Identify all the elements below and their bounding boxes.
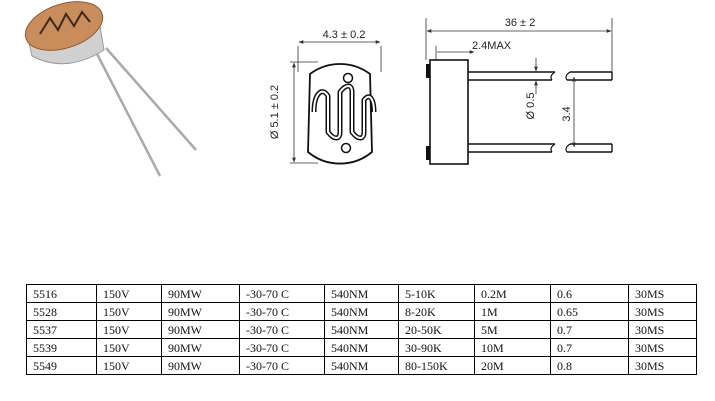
lead-break-top-left: [550, 71, 556, 81]
table-cell: -30-70 C: [239, 338, 325, 357]
length-dimension-label: 36 ± 2: [505, 17, 536, 29]
side-view-body: [429, 59, 469, 165]
table-cell: 90MW: [161, 356, 240, 375]
table-cell: 8-20K: [398, 302, 475, 321]
table-cell: 5537: [26, 320, 97, 339]
table-cell: -30-70 C: [239, 302, 325, 321]
table-cell: 5528: [26, 302, 97, 321]
table-cell: 5516: [26, 284, 97, 303]
table-cell: 30MS: [628, 284, 697, 303]
lead-break-bottom-left: [550, 143, 556, 153]
side-tab-bottom: [426, 146, 430, 160]
offset-dimension-label: 2.4MAX: [472, 40, 512, 52]
table-cell: -30-70 C: [239, 320, 325, 339]
table-cell: 150V: [96, 284, 162, 303]
table-cell: 0.7: [550, 338, 629, 357]
table-cell: 150V: [96, 302, 162, 321]
table-cell: 540NM: [324, 356, 399, 375]
lead-break-bottom-right: [565, 143, 571, 153]
table-cell: 90MW: [161, 284, 240, 303]
table-cell: 150V: [96, 338, 162, 357]
table-cell: 5M: [474, 320, 551, 339]
table-cell: 20-50K: [398, 320, 475, 339]
width-dimension-label: 4.3 ± 0.2: [323, 29, 366, 41]
sensor-track: [39, 10, 91, 35]
table-cell: 150V: [96, 356, 162, 375]
table-cell: 30MS: [628, 338, 697, 357]
table-cell: 0.65: [550, 302, 629, 321]
table-cell: 0.6: [550, 284, 629, 303]
side-tab-top: [426, 64, 430, 78]
lead-hole-bottom: [340, 142, 352, 154]
table-cell: -30-70 C: [239, 356, 325, 375]
lead-wire-left: [94, 51, 162, 177]
table-cell: 90MW: [161, 338, 240, 357]
table-cell: 540NM: [324, 302, 399, 321]
lead-wire-right: [105, 47, 197, 151]
table-cell: 0.2M: [474, 284, 551, 303]
table-cell: 5-10K: [398, 284, 475, 303]
table-cell: 0.7: [550, 320, 629, 339]
table-cell: 1M: [474, 302, 551, 321]
table-cell: 20M: [474, 356, 551, 375]
front-view: 4.3 ± 0.2 Ø 5.1 ± 0.2: [269, 29, 382, 165]
table-cell: 540NM: [324, 338, 399, 357]
ldr-drawing: 4.3 ± 0.2 Ø 5.1 ± 0.2 36 ± 2 2.4MAX: [24, 1, 613, 177]
table-cell: 0.8: [550, 356, 629, 375]
table-cell: 540NM: [324, 284, 399, 303]
lead-break-top-right: [565, 71, 571, 81]
table-cell: 5549: [26, 356, 97, 375]
lead-hole-top: [342, 72, 354, 84]
table-cell: 30-90K: [398, 338, 475, 357]
table-cell: 10M: [474, 338, 551, 357]
table-cell: 30MS: [628, 302, 697, 321]
table-cell: 30MS: [628, 320, 697, 339]
table-cell: 30MS: [628, 356, 697, 375]
diameter-dimension-label: Ø 5.1 ± 0.2: [269, 85, 281, 139]
table-cell: -30-70 C: [239, 284, 325, 303]
table-cell: 80-150K: [398, 356, 475, 375]
lead-diameter-label: Ø 0.5: [525, 93, 537, 120]
photoresistor-photo: [24, 1, 197, 177]
lead-spacing-label: 3.4: [561, 106, 573, 121]
table-cell: 5539: [26, 338, 97, 357]
table-cell: 540NM: [324, 320, 399, 339]
table-cell: 150V: [96, 320, 162, 339]
side-view: 36 ± 2 2.4MAX Ø 0.5 3.4: [425, 17, 613, 165]
table-cell: 90MW: [161, 302, 240, 321]
table-cell: 90MW: [161, 320, 240, 339]
